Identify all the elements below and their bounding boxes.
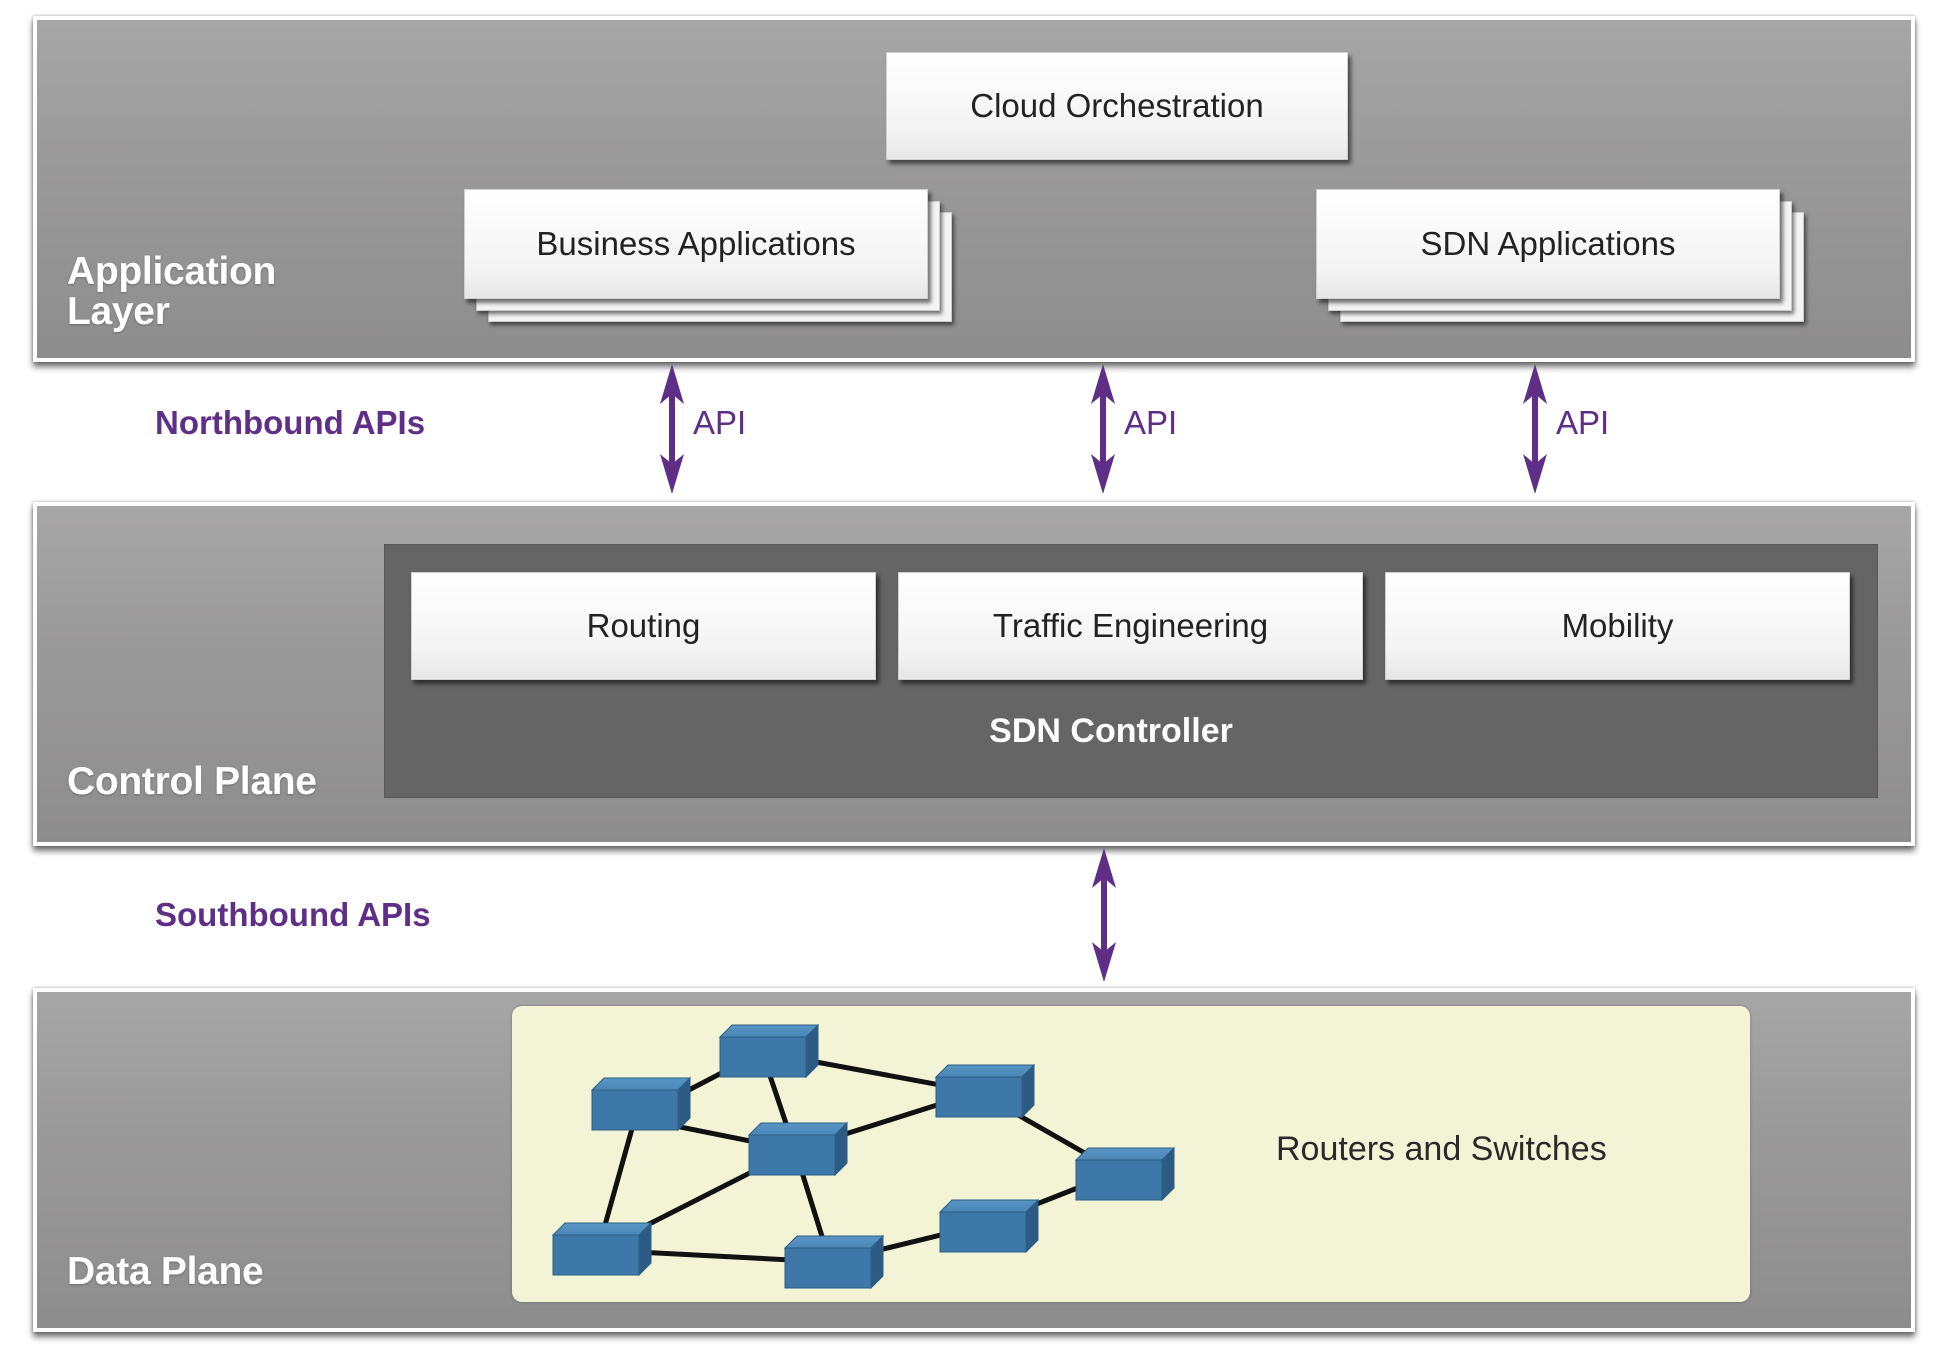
application-layer-title: Application Layer (67, 252, 276, 332)
sdn-applications-box: SDN Applications (1316, 189, 1780, 299)
network-switch-icon (783, 1234, 885, 1290)
cloud-orchestration-box: Cloud Orchestration (886, 52, 1348, 160)
network-switch-icon (590, 1076, 692, 1132)
data-plane-title: Data Plane (67, 1250, 264, 1293)
business-applications-label: Business Applications (536, 225, 856, 262)
sdn-controller-label: SDN Controller (989, 712, 1233, 750)
routing-label: Routing (586, 607, 701, 644)
traffic-engineering-label: Traffic Engineering (992, 607, 1269, 644)
api-arrow-1 (660, 364, 684, 494)
network-switch-icon (1074, 1146, 1176, 1202)
application-layer-title-line2: Layer (67, 290, 170, 333)
network-switch-icon (938, 1198, 1040, 1254)
application-layer-title-line1: Application (67, 250, 277, 293)
routing-box: Routing (411, 572, 876, 680)
cloud-orchestration-label: Cloud Orchestration (970, 87, 1264, 124)
api-label-1: API (693, 404, 747, 441)
control-plane-title: Control Plane (67, 760, 317, 803)
network-switch-icon (934, 1063, 1036, 1119)
api-arrow-3 (1523, 364, 1547, 494)
api-label-2: API (1124, 404, 1178, 441)
mobility-label: Mobility (1561, 607, 1674, 644)
api-label-3: API (1556, 404, 1610, 441)
mobility-box: Mobility (1385, 572, 1850, 680)
api-arrow-2 (1091, 364, 1115, 494)
network-devices (551, 1023, 1176, 1290)
network-switch-icon (551, 1221, 653, 1277)
business-applications-box: Business Applications (464, 189, 928, 299)
network-switch-icon (747, 1121, 849, 1177)
network-switch-icon (718, 1023, 820, 1079)
sdn-applications-label: SDN Applications (1420, 225, 1676, 262)
northbound-apis-label: Northbound APIs (155, 404, 426, 441)
routers-and-switches-label: Routers and Switches (1276, 1130, 1607, 1168)
traffic-engineering-box: Traffic Engineering (898, 572, 1363, 680)
southbound-arrow (1092, 848, 1116, 982)
southbound-apis-label: Southbound APIs (155, 896, 431, 933)
